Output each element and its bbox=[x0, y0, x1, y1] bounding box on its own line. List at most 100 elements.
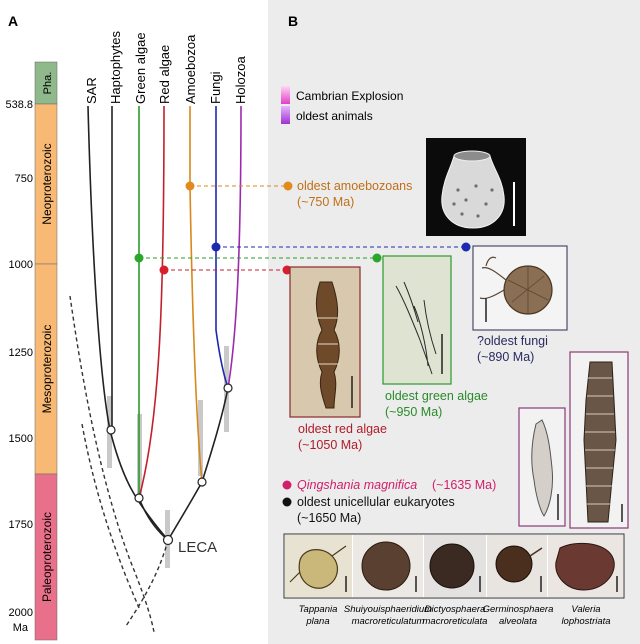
fungi-sphere-texture bbox=[507, 266, 549, 314]
branch-sar bbox=[87, 105, 169, 541]
shuiyou-shape bbox=[361, 541, 411, 591]
time-axis: 538.8 750 1000 1250 1500 1750 2000 Ma bbox=[5, 99, 33, 634]
legend-dot-qingshania bbox=[282, 480, 292, 490]
era-label-mesoproterozoic: Mesoproterozoic bbox=[40, 325, 54, 414]
fossil-connectors bbox=[139, 185, 466, 271]
lineage-labels: SAR Haptophytes Green algae Red algae Am… bbox=[84, 31, 248, 104]
fungi-hyphae bbox=[479, 256, 507, 300]
caption-red-algae-title: oldest red algae bbox=[298, 422, 387, 436]
tick-1250: 1250 bbox=[9, 347, 33, 359]
specimen-tappania-image bbox=[285, 535, 352, 597]
lineage-label-green-algae: Green algae bbox=[133, 32, 148, 104]
phylogeny bbox=[87, 105, 242, 542]
specimen-species-germinosphaera: alveolata bbox=[499, 616, 537, 627]
green-algae-frame bbox=[382, 255, 452, 385]
specimen-scale-bars bbox=[345, 576, 618, 592]
dictyosphaera-shape bbox=[429, 543, 475, 589]
image-red-algae-fossil bbox=[289, 266, 361, 418]
node-sar-hapto bbox=[106, 425, 116, 435]
vase-hole bbox=[474, 184, 478, 188]
dashed-stems bbox=[69, 295, 169, 633]
vase-hole bbox=[484, 202, 488, 206]
legend-swatch-cambrian bbox=[281, 86, 290, 104]
tick-1500: 1500 bbox=[9, 433, 33, 445]
vase-shape bbox=[441, 155, 505, 229]
image-green-algae-fossil bbox=[382, 255, 452, 385]
tick-1000: 1000 bbox=[9, 259, 33, 271]
specimen-species-shuiyou: macroreticulatum bbox=[352, 616, 425, 627]
caption-amoebozoans-title: oldest amoebozoans bbox=[297, 179, 412, 193]
dot-green-tree bbox=[134, 253, 144, 263]
specimen-genus-dictyosphaera: Dictyosphaera bbox=[425, 604, 486, 615]
stem-dashed-2 bbox=[81, 423, 141, 611]
dot-amoebozoa-caption bbox=[283, 181, 293, 191]
specimen-shuiyou-image bbox=[353, 535, 423, 597]
germinosphaera-shape bbox=[495, 545, 533, 583]
specimen-species-valeria: lophostriata bbox=[561, 616, 610, 627]
lineage-label-sar: SAR bbox=[84, 77, 99, 104]
origin-legend: Qingshania magnifica (~1635 Ma) oldest u… bbox=[282, 478, 496, 525]
legend-label-cambrian: Cambrian Explosion bbox=[296, 89, 403, 103]
era-label-phanerozoic: Pha. bbox=[42, 72, 54, 95]
specimen-names: Tappania plana Shuiyouisphaeridium macro… bbox=[299, 604, 611, 627]
lineage-label-red-algae: Red algae bbox=[157, 45, 172, 104]
specimen-genus-valeria: Valeria bbox=[571, 604, 600, 615]
panel-b-label: B bbox=[288, 13, 298, 29]
legend-unicellular-line1: oldest unicellular eukaryotes bbox=[297, 495, 455, 509]
germinosphaera-process bbox=[529, 547, 543, 557]
vase-aperture bbox=[453, 150, 491, 162]
uncertainty-bar-3 bbox=[198, 400, 203, 476]
dot-fungi-tree bbox=[211, 242, 221, 252]
legend-dot-unicellular bbox=[282, 497, 292, 507]
tappania-process bbox=[289, 545, 347, 583]
holozoa-small-body bbox=[531, 419, 553, 517]
legend-swatch-animals bbox=[281, 106, 290, 124]
tick-538: 538.8 bbox=[5, 99, 33, 111]
vase-hole bbox=[490, 188, 494, 192]
green-algae-filaments bbox=[395, 281, 437, 375]
branch-opisthokont-stem bbox=[201, 387, 229, 483]
holozoa-large-bands bbox=[585, 377, 615, 505]
image-holozoa-fossil-large bbox=[569, 351, 629, 529]
tick-750: 750 bbox=[15, 173, 33, 185]
specimen-strip bbox=[283, 533, 625, 599]
fossil-dots bbox=[134, 181, 471, 275]
legend-label-animals: oldest animals bbox=[296, 109, 373, 123]
vase-holes bbox=[452, 184, 494, 218]
leca-label: LECA bbox=[178, 539, 217, 556]
specimen-genus-shuiyou: Shuiyouisphaeridium bbox=[344, 604, 432, 615]
lineage-label-haptophytes: Haptophytes bbox=[108, 31, 123, 104]
image-holozoa-fossil-small bbox=[518, 407, 566, 527]
specimen-species-tappania: plana bbox=[305, 616, 329, 627]
red-algae-filament bbox=[315, 281, 340, 409]
tick-2000: 2000 bbox=[9, 607, 33, 619]
specimen-valeria-image bbox=[548, 535, 623, 597]
vase-hole bbox=[476, 214, 480, 218]
era-label-paleoproterozoic: Paleoproterozoic bbox=[40, 512, 54, 602]
node-archaeplastida bbox=[134, 493, 144, 503]
dot-green-caption bbox=[372, 253, 382, 263]
red-algae-segments bbox=[316, 317, 340, 365]
legend-qingshania-age: (~1635 Ma) bbox=[432, 478, 496, 492]
panel-a-label: A bbox=[8, 13, 18, 29]
event-legend: Cambrian Explosion oldest animals bbox=[281, 86, 403, 124]
holozoa-large-body bbox=[583, 361, 617, 523]
branch-backbone bbox=[138, 481, 203, 542]
stem-dashed-3 bbox=[125, 539, 169, 627]
tappania-shape bbox=[298, 549, 339, 589]
dot-red-caption bbox=[282, 265, 292, 275]
caption-green-algae-title: oldest green algae bbox=[385, 389, 488, 403]
tick-1750: 1750 bbox=[9, 519, 33, 531]
specimen-species-dictyosphaera: macroreticulata bbox=[423, 616, 488, 627]
time-unit: Ma bbox=[13, 622, 29, 634]
vase-hole bbox=[464, 198, 468, 202]
caption-green-algae-age: (~950 Ma) bbox=[385, 405, 442, 419]
caption-fungi-age: (~890 Ma) bbox=[477, 350, 534, 364]
node-opisthokonta bbox=[223, 383, 233, 393]
node-leca bbox=[162, 534, 174, 546]
specimen-genus-germinosphaera: Germinosphaera bbox=[483, 604, 554, 615]
caption-fungi-title: ?oldest fungi bbox=[477, 334, 548, 348]
lineage-label-amoebozoa: Amoebozoa bbox=[183, 34, 198, 104]
dot-fungi-caption bbox=[461, 242, 471, 252]
